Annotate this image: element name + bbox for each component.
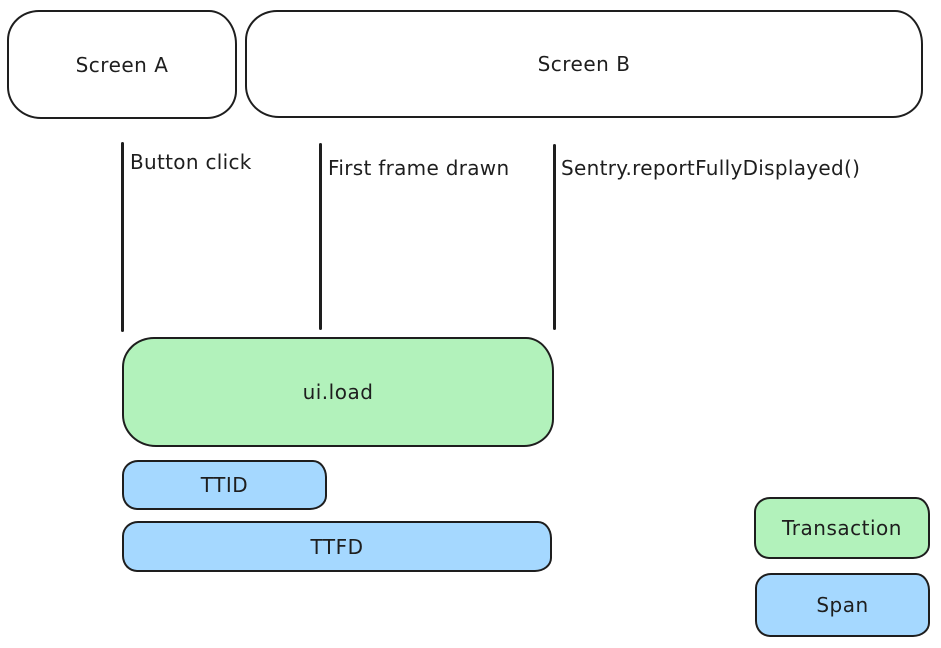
legend-span-box: Span bbox=[755, 573, 930, 637]
ttid-span-bar: TTID bbox=[122, 460, 327, 510]
legend-transaction-label: Transaction bbox=[782, 516, 902, 540]
screen-b-box: Screen B bbox=[245, 10, 923, 118]
ui-load-transaction-bar: ui.load bbox=[122, 337, 554, 447]
legend-transaction-box: Transaction bbox=[754, 497, 930, 559]
ttfd-span-bar: TTFD bbox=[122, 521, 552, 572]
legend-span-label: Span bbox=[816, 593, 869, 617]
marker-label-button-click: Button click bbox=[130, 150, 252, 174]
screen-b-label: Screen B bbox=[537, 52, 631, 76]
marker-line-report-fully-displayed bbox=[553, 144, 556, 330]
ttid-label: TTID bbox=[200, 473, 249, 497]
marker-line-button-click bbox=[121, 142, 124, 332]
marker-line-first-frame-drawn bbox=[319, 143, 322, 330]
ui-load-label: ui.load bbox=[302, 380, 374, 404]
marker-label-first-frame-drawn: First frame drawn bbox=[328, 156, 510, 180]
marker-label-report-fully-displayed: Sentry.reportFullyDisplayed() bbox=[561, 156, 861, 180]
screen-a-box: Screen A bbox=[7, 10, 237, 119]
ttfd-label: TTFD bbox=[310, 534, 364, 559]
screen-a-label: Screen A bbox=[75, 52, 169, 77]
